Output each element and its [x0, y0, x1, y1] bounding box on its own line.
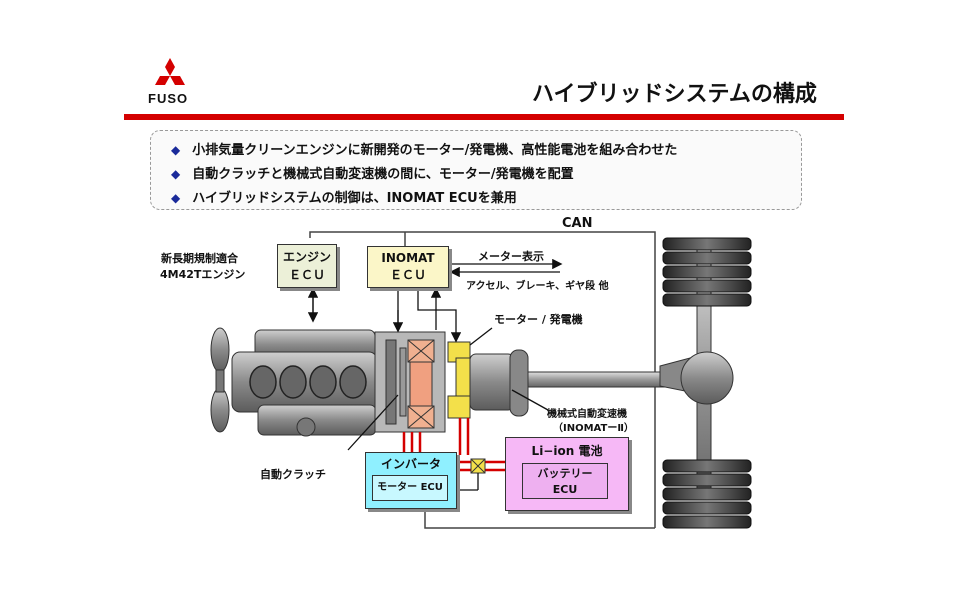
- header-divider: [124, 114, 844, 120]
- bullet-item: ◆自動クラッチと機械式自動変速機の間に、モーター/発電機を配置: [171, 167, 574, 182]
- control-arrows: [307, 258, 563, 451]
- logo-text: FUSO: [148, 91, 189, 106]
- can-label: CAN: [562, 216, 593, 231]
- battery-box: Li−ion 電池 バッテリー ECU: [505, 437, 629, 511]
- engine-spec-label: 新長期規制適合: [161, 252, 238, 265]
- power-connector: [447, 341, 471, 419]
- engine-fan: [210, 327, 230, 433]
- inverter-title: インバータ: [380, 457, 441, 471]
- inverter-box: インバータ モーター ECU: [365, 452, 457, 509]
- motor-generator-label: モーター / 発電機: [494, 313, 583, 326]
- diamond-bullet-icon: ◆: [171, 167, 181, 181]
- engine-ecu-box: エンジン ＥＣＵ: [277, 244, 337, 288]
- auto-clutch-label: 自動クラッチ: [260, 468, 326, 481]
- engine-model-label: 4M42Tエンジン: [160, 268, 246, 281]
- engine-block: [231, 329, 378, 437]
- transmission: [469, 349, 529, 417]
- page-title: ハイブリッドシステムの構成: [532, 82, 817, 107]
- clutch-motor-housing: [374, 331, 446, 433]
- diamond-bullet-icon: ◆: [171, 143, 181, 157]
- rear-wheels: [662, 237, 752, 529]
- meter-display-label: メーター表示: [478, 250, 544, 263]
- driver-controls-label: アクセル、ブレーキ、ギヤ段 他: [466, 281, 609, 292]
- junction-box: [449, 458, 486, 496]
- diamond-bullet-icon: ◆: [171, 191, 181, 205]
- rear-axle: [659, 244, 734, 496]
- bullet-item: ◆小排気量クリーンエンジンに新開発のモーター/発電機、高性能電池を組み合わせた: [171, 143, 678, 158]
- summary-box: ◆小排気量クリーンエンジンに新開発のモーター/発電機、高性能電池を組み合わせた …: [150, 130, 802, 210]
- mitsubishi-logo-icon: [155, 58, 185, 85]
- transmission-label: 機械式自動変速機: [547, 409, 627, 420]
- battery-title: Li−ion 電池: [531, 444, 603, 458]
- bullet-item: ◆ハイブリッドシステムの制御は、INOMAT ECUを兼用: [171, 191, 517, 206]
- inomat-ecu-box: INOMAT ＥＣＵ: [367, 246, 449, 288]
- battery-ecu-box: バッテリー ECU: [522, 463, 608, 499]
- motor-ecu-box: モーター ECU: [372, 475, 448, 501]
- transmission-model-label: （INOMATーⅡ）: [553, 423, 634, 434]
